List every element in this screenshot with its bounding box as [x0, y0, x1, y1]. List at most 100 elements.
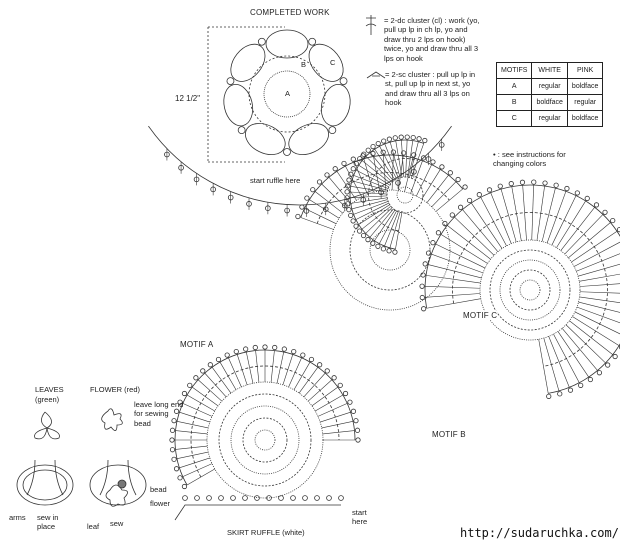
table-cell: B	[495, 94, 533, 111]
motif-a-picot	[215, 356, 222, 363]
motif-a-picot	[173, 408, 180, 414]
skirt-ruffle-picot	[290, 495, 296, 501]
motif-c-stitch	[579, 273, 620, 282]
motif-b-fan-picot	[447, 170, 453, 176]
motif-b-fan-picot	[439, 164, 445, 170]
flower-icon	[101, 408, 123, 431]
motif-a-picot	[337, 382, 343, 388]
arms-ring	[16, 464, 74, 506]
bead-label: bead	[150, 485, 167, 494]
motif-b-mid-row	[368, 158, 418, 232]
motif-a-picot	[243, 346, 249, 352]
motif-b-edge	[349, 139, 424, 250]
motif-a-mid-row	[190, 365, 340, 478]
motif-b-fan-picot	[310, 187, 316, 193]
motif-b-fan-ring	[369, 229, 411, 271]
motif-b-fan-picot	[324, 172, 330, 178]
dc-cluster-icon	[365, 15, 377, 35]
motif-c-stitch	[564, 214, 604, 255]
motif-b-stitch	[407, 140, 414, 178]
table-cell: boldface	[531, 94, 568, 111]
motif-b-picot	[344, 189, 350, 195]
motif-c-picot	[420, 272, 426, 278]
motif-b-picot	[348, 212, 354, 219]
motif-c-stitch	[425, 293, 481, 298]
motif-b-fan-stitch	[354, 161, 368, 195]
table-row: A regular boldface	[495, 78, 604, 95]
color-note: • : see instructions for changing colors	[493, 150, 566, 169]
motif-b-picot	[386, 248, 392, 254]
watermark-url: http://sudaruchka.com/	[458, 526, 620, 540]
motif-a-picot	[300, 352, 306, 358]
motif-c-picot	[519, 179, 526, 185]
dc-cluster-legend: = 2-dc cluster (cl) : work (yo, pull up …	[384, 16, 480, 63]
motif-b-picot	[345, 201, 351, 207]
motif-c-ring	[479, 239, 581, 341]
completed-ring	[308, 37, 317, 46]
motif-c-stitch	[579, 291, 620, 294]
motif-c-picot	[567, 387, 574, 393]
motif-c-picot	[587, 376, 593, 383]
arms-ring	[89, 464, 147, 506]
motif-b-picot	[380, 246, 386, 252]
motif-b-picot	[375, 243, 381, 249]
completed-petal	[223, 84, 254, 127]
motif-c-stitch	[471, 202, 503, 249]
motif-c-picot	[442, 220, 448, 227]
completed-ring	[226, 77, 235, 85]
sew-in-place-label: sew in place	[37, 513, 59, 532]
completed-label-a: A	[285, 89, 291, 98]
motif-b-picot	[381, 138, 387, 144]
motif-color-table: MOTIFS WHITE PINK A regular boldface B b…	[495, 62, 604, 127]
motif-b-picot	[370, 240, 376, 246]
motif-b-picot	[375, 140, 381, 147]
flower-part-label: flower	[150, 499, 171, 508]
motif-b-fan-picot	[299, 204, 305, 210]
doll-body	[99, 459, 137, 496]
motif-b-fan-picot	[401, 150, 407, 156]
motif-a-stitch	[303, 372, 326, 398]
motif-c-stitch	[556, 200, 586, 248]
motif-b-stitch	[369, 208, 394, 238]
motif-a-stitch	[182, 403, 213, 417]
motif-c-picot	[430, 240, 436, 246]
motif-a-picot	[181, 483, 188, 490]
motif-b-fan-picot	[350, 156, 356, 162]
motif-a-picot	[324, 368, 330, 374]
skirt-ruffle-picot	[302, 495, 308, 501]
skirt-ruffle-picot	[278, 495, 284, 501]
start-ruffle-note: start ruffle here	[250, 176, 301, 185]
top-ruffle	[148, 125, 452, 206]
leaf-label: leaf	[87, 522, 100, 531]
completed-petal	[245, 123, 286, 156]
table-header: MOTIFS	[495, 62, 533, 79]
motif-b-picot	[357, 156, 363, 162]
flower-applique	[105, 484, 128, 507]
motif-b-stitch	[405, 140, 408, 178]
skirt-ruffle-picot	[206, 495, 212, 501]
motif-c-stitch	[579, 283, 620, 287]
motif-a-picot	[193, 375, 199, 381]
leaves-label: LEAVES	[35, 385, 64, 394]
completed-ring	[328, 126, 337, 135]
skirt-ruffle-picot	[194, 495, 200, 501]
motif-b-picot	[416, 136, 422, 142]
motif-b-fan-stitch	[416, 164, 432, 197]
motif-a-picot	[173, 466, 180, 472]
motif-b-stitch	[389, 212, 401, 248]
motif-a-picot	[171, 456, 177, 462]
skirt-ruffle-picot	[254, 495, 260, 501]
motif-b-fan-picot	[380, 149, 386, 155]
motif-a-picot	[224, 352, 230, 358]
motif-b-fan-picot	[390, 149, 397, 155]
motif-b-fan-picot	[360, 153, 366, 159]
motif-a-picot	[233, 348, 239, 355]
skirt-ruffle-picot	[182, 495, 188, 501]
motif-b-picot	[346, 177, 352, 183]
motif-c-label: MOTIF C	[463, 311, 498, 320]
completed-petal	[230, 43, 266, 82]
motif-b-fan-picot	[304, 195, 310, 201]
motif-c-stitch	[425, 275, 481, 284]
